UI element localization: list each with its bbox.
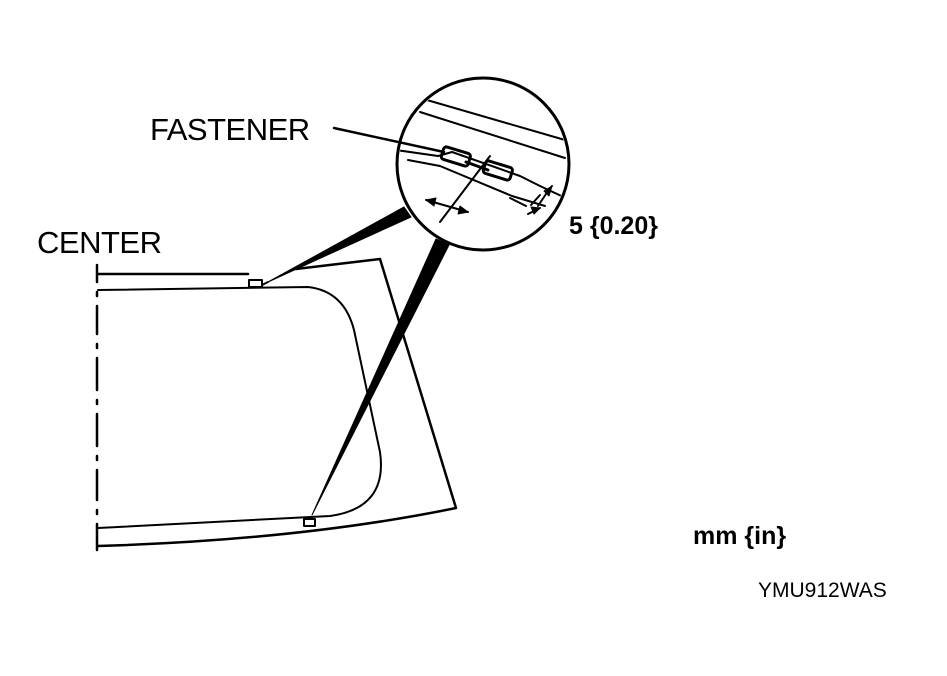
figure-code: YMU912WAS	[758, 579, 887, 602]
lower-fastener	[303, 518, 316, 527]
dimension-marks	[527, 185, 553, 215]
upper-callout-wedge	[267, 206, 412, 283]
glass-outer-edge	[96, 257, 458, 548]
detail-contents	[399, 97, 567, 223]
center-label: CENTER	[37, 225, 162, 260]
dimension-label: 5 {0.20}	[569, 212, 658, 240]
glass-inner-border	[97, 286, 382, 529]
fastener-label: FASTENER	[150, 112, 310, 147]
fastener-leader-line	[332, 126, 446, 154]
lower-callout-wedge	[311, 238, 450, 516]
upper-fastener	[248, 279, 263, 288]
unit-label: mm {in}	[693, 522, 787, 550]
